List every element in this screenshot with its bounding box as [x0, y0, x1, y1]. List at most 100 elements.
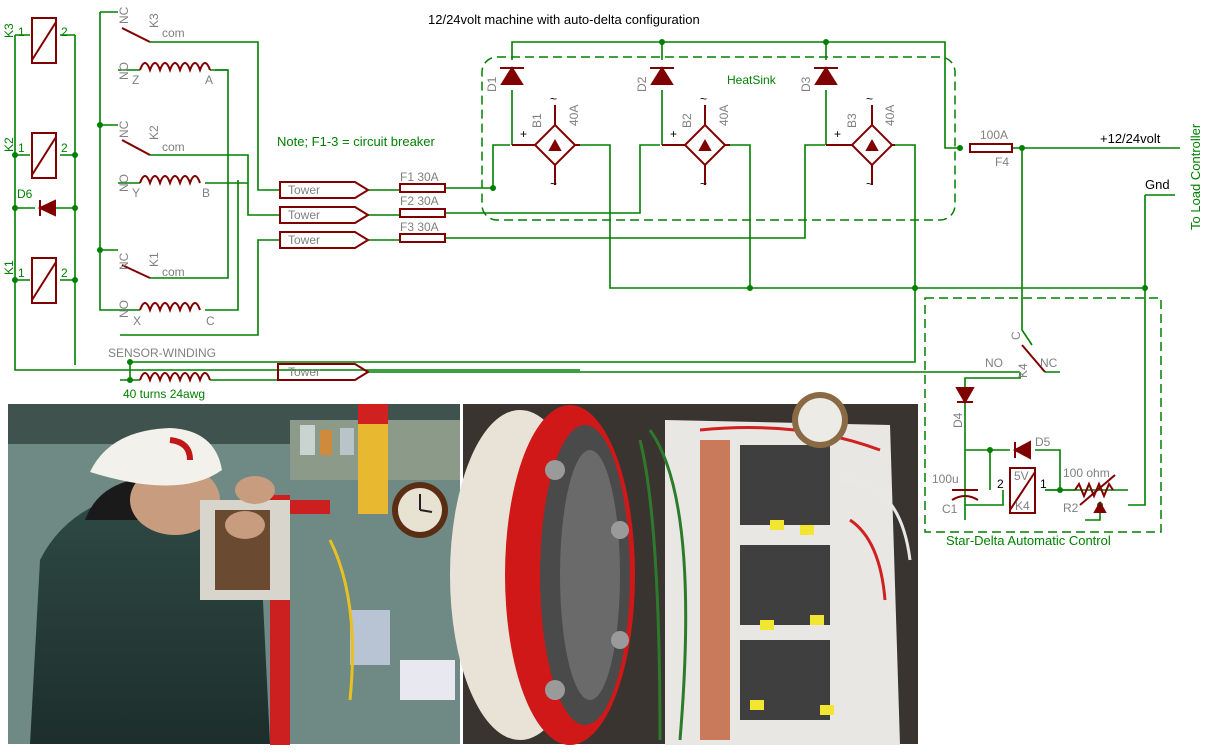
diode-d5 [1012, 440, 1031, 460]
svg-text:C: C [1009, 331, 1023, 340]
svg-text:K2: K2 [147, 125, 161, 140]
svg-text:Tower: Tower [288, 183, 320, 197]
svg-text:D5: D5 [1035, 435, 1051, 449]
svg-text:Tower: Tower [288, 233, 320, 247]
labels: 12/24volt machine with auto-delta config… [2, 6, 1203, 548]
k1-switch [121, 264, 151, 279]
contact-bus-wire [99, 12, 118, 311]
wires [14, 11, 1180, 521]
circuit-breaker-note: Note; F1-3 = circuit breaker [277, 134, 436, 149]
photo-workshop [8, 404, 460, 745]
svg-text:K3: K3 [2, 23, 16, 38]
svg-text:+: + [520, 127, 527, 141]
svg-text:com: com [162, 140, 185, 154]
svg-text:2: 2 [61, 141, 68, 155]
svg-text:Tower: Tower [288, 208, 320, 222]
svg-text:40A: 40A [883, 105, 897, 126]
svg-text:B3: B3 [845, 113, 859, 128]
svg-text:~: ~ [866, 177, 873, 191]
coil-b [139, 175, 201, 186]
svg-text:~: ~ [550, 92, 557, 106]
fuse-f4-rating: 100A [980, 128, 1008, 142]
svg-text:com: com [162, 26, 185, 40]
sensor-turns-label: 40 turns 24awg [123, 387, 205, 401]
svg-text:1: 1 [18, 25, 25, 39]
relay-k4-coil [1009, 467, 1036, 514]
load-controller-label: To Load Controller [1188, 123, 1203, 230]
fuse-f4 [969, 143, 1013, 153]
svg-text:D1: D1 [485, 76, 499, 92]
svg-text:NO: NO [117, 300, 131, 318]
svg-text:Tower: Tower [288, 365, 320, 379]
heatsink-label: HeatSink [727, 73, 777, 87]
svg-text:NO: NO [117, 62, 131, 80]
fuse-f1-label: F1 30A [400, 170, 439, 184]
svg-text:1: 1 [18, 141, 25, 155]
svg-text:K4: K4 [1015, 499, 1030, 513]
svg-text:Y: Y [132, 186, 140, 200]
diode-d6 [37, 199, 56, 217]
coil-c [139, 302, 201, 313]
k2-switch [121, 139, 151, 156]
fuse-f2 [399, 208, 446, 218]
svg-text:2: 2 [61, 25, 68, 39]
svg-text:Z: Z [132, 73, 139, 87]
ground-output-label: Gnd [1145, 177, 1170, 192]
left-bus-wire [14, 35, 580, 371]
k4-switch [1021, 344, 1046, 373]
svg-text:B: B [202, 186, 210, 200]
diode-d3 [814, 66, 838, 85]
svg-text:D4: D4 [951, 412, 965, 428]
relay-k1-coil [31, 257, 57, 304]
svg-text:com: com [162, 265, 185, 279]
svg-text:NC: NC [117, 252, 131, 270]
svg-text:NO: NO [117, 174, 131, 192]
svg-text:K2: K2 [2, 137, 16, 152]
svg-text:100 ohm: 100 ohm [1063, 466, 1110, 480]
fuse-f2-label: F2 30A [400, 194, 439, 208]
svg-text:NC: NC [1040, 356, 1058, 370]
control-box-label: Star-Delta Automatic Control [946, 533, 1111, 548]
rectifier-section [500, 66, 895, 185]
svg-text:R2: R2 [1063, 501, 1079, 515]
tower-connector-2 [279, 206, 370, 224]
k3-switch [121, 27, 151, 43]
svg-text:5V: 5V [1014, 469, 1029, 483]
svg-text:A: A [205, 73, 213, 87]
svg-text:K1: K1 [147, 252, 161, 267]
diode-d1 [500, 66, 524, 85]
svg-text:1: 1 [1040, 477, 1047, 491]
tower-connector-3 [279, 231, 370, 249]
tower-connector-1 [279, 181, 370, 199]
sensor-winding-label: SENSOR-WINDING [108, 346, 216, 360]
svg-text:B2: B2 [680, 113, 694, 128]
control-box [924, 297, 1162, 533]
svg-text:~: ~ [550, 177, 557, 191]
svg-text:~: ~ [866, 92, 873, 106]
svg-text:+: + [670, 127, 677, 141]
svg-text:D2: D2 [635, 76, 649, 92]
fuse-f4-name: F4 [995, 155, 1009, 169]
svg-text:NC: NC [117, 120, 131, 138]
svg-text:C1: C1 [942, 502, 958, 516]
svg-text:D3: D3 [799, 76, 813, 92]
left-relays [31, 17, 57, 304]
svg-text:NC: NC [117, 6, 131, 24]
diode-d2 [650, 66, 674, 85]
coil-a [139, 62, 211, 73]
resistor-r2 [1074, 481, 1114, 499]
svg-text:~: ~ [700, 92, 707, 106]
fuse-f3 [399, 233, 446, 243]
svg-text:2: 2 [997, 477, 1004, 491]
diagram-title: 12/24volt machine with auto-delta config… [428, 12, 700, 27]
photo-alternator [450, 392, 918, 745]
fuse-f1 [399, 183, 446, 193]
svg-text:~: ~ [700, 177, 707, 191]
heatsink-box [481, 56, 956, 221]
diode-d4 [955, 387, 975, 405]
control-components [951, 344, 1116, 514]
svg-text:K3: K3 [147, 13, 161, 28]
svg-text:+: + [834, 127, 841, 141]
svg-text:B1: B1 [530, 113, 544, 128]
